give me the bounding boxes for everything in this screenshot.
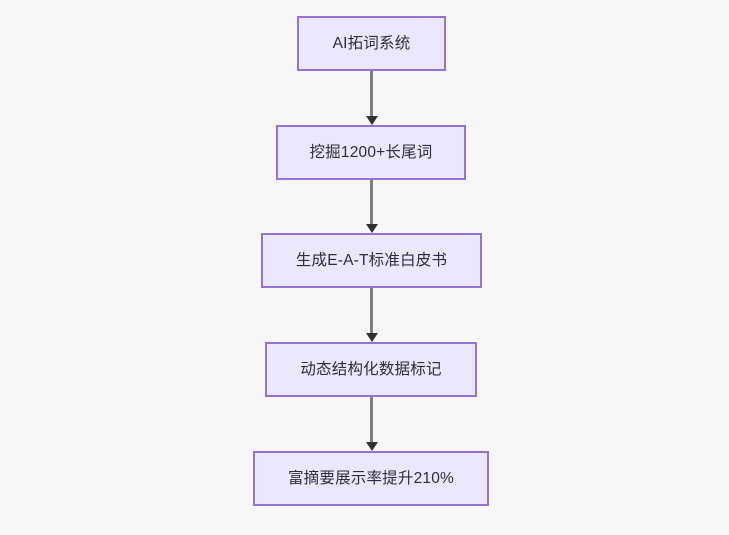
flow-node-label: 挖掘1200+长尾词: [309, 143, 433, 161]
edge-line: [370, 180, 373, 225]
flow-node-label: 富摘要展示率提升210%: [287, 469, 455, 487]
flow-edge-node1-node2: [365, 71, 378, 125]
flow-node-node3[interactable]: 生成E-A-T标准白皮书: [261, 233, 482, 288]
edge-line: [370, 288, 373, 334]
arrowhead-icon: [365, 224, 378, 233]
flow-node-node2[interactable]: 挖掘1200+长尾词: [276, 125, 466, 180]
arrowhead-icon: [365, 116, 378, 125]
flow-node-label: 动态结构化数据标记: [300, 360, 442, 378]
flow-node-node1[interactable]: AI拓词系统: [297, 16, 446, 71]
arrowhead-icon: [365, 333, 378, 342]
flow-edge-node4-node5: [365, 397, 378, 451]
flow-node-node4[interactable]: 动态结构化数据标记: [265, 342, 477, 397]
flow-node-label: 生成E-A-T标准白皮书: [295, 251, 448, 269]
flow-node-label: AI拓词系统: [332, 34, 411, 52]
edge-line: [370, 71, 373, 117]
flow-node-node5[interactable]: 富摘要展示率提升210%: [253, 451, 489, 506]
flow-edge-node2-node3: [365, 180, 378, 233]
edge-line: [370, 397, 373, 443]
arrowhead-icon: [365, 442, 378, 451]
flow-edge-node3-node4: [365, 288, 378, 342]
